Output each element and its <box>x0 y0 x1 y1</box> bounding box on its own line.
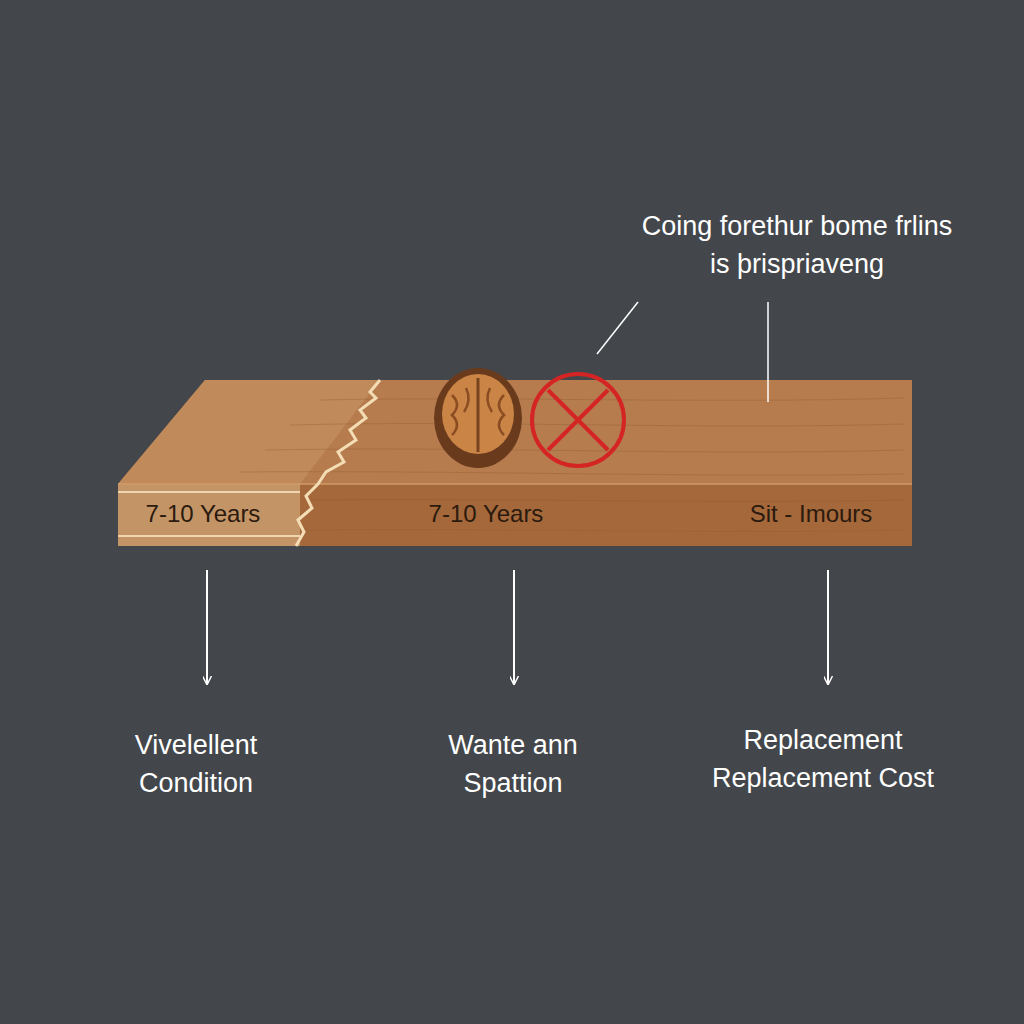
crack-edge <box>296 380 380 546</box>
callout-note: Coing forethur bome frlins is þrispriave… <box>632 208 962 284</box>
leader-line <box>597 302 638 354</box>
grain-line <box>290 424 905 426</box>
no-circle <box>532 374 624 466</box>
wood-layer <box>118 491 300 493</box>
plank-label: 7-10 Years <box>115 497 291 531</box>
plank-label: 7-10 Years <box>391 497 581 531</box>
no-cross <box>548 390 608 450</box>
walnut-seam <box>477 378 480 452</box>
plank-edge <box>118 483 912 485</box>
no-symbol <box>532 374 624 466</box>
walnut-shell <box>434 368 522 468</box>
walnut-kernel <box>442 374 514 454</box>
outcome-label: Vivelellent Condition <box>101 727 291 803</box>
wood-layer <box>118 535 300 537</box>
grain-line <box>240 472 905 475</box>
no-cross <box>548 390 608 450</box>
grain-line <box>265 449 905 452</box>
outcome-label: Wante ann Spattion <box>418 727 608 803</box>
down-arrow <box>513 570 515 684</box>
outcome-label: Replacement Replacement Cost <box>708 722 938 798</box>
grain-line <box>305 530 905 532</box>
walnut-lobes <box>452 388 504 435</box>
plank-label: Sit - Imours <box>716 497 906 531</box>
walnut-icon <box>434 368 522 468</box>
down-arrow <box>827 570 829 684</box>
grain-line <box>320 398 905 400</box>
plank-top-cracked <box>118 380 380 484</box>
leader-line <box>767 302 769 402</box>
down-arrow <box>206 570 208 684</box>
